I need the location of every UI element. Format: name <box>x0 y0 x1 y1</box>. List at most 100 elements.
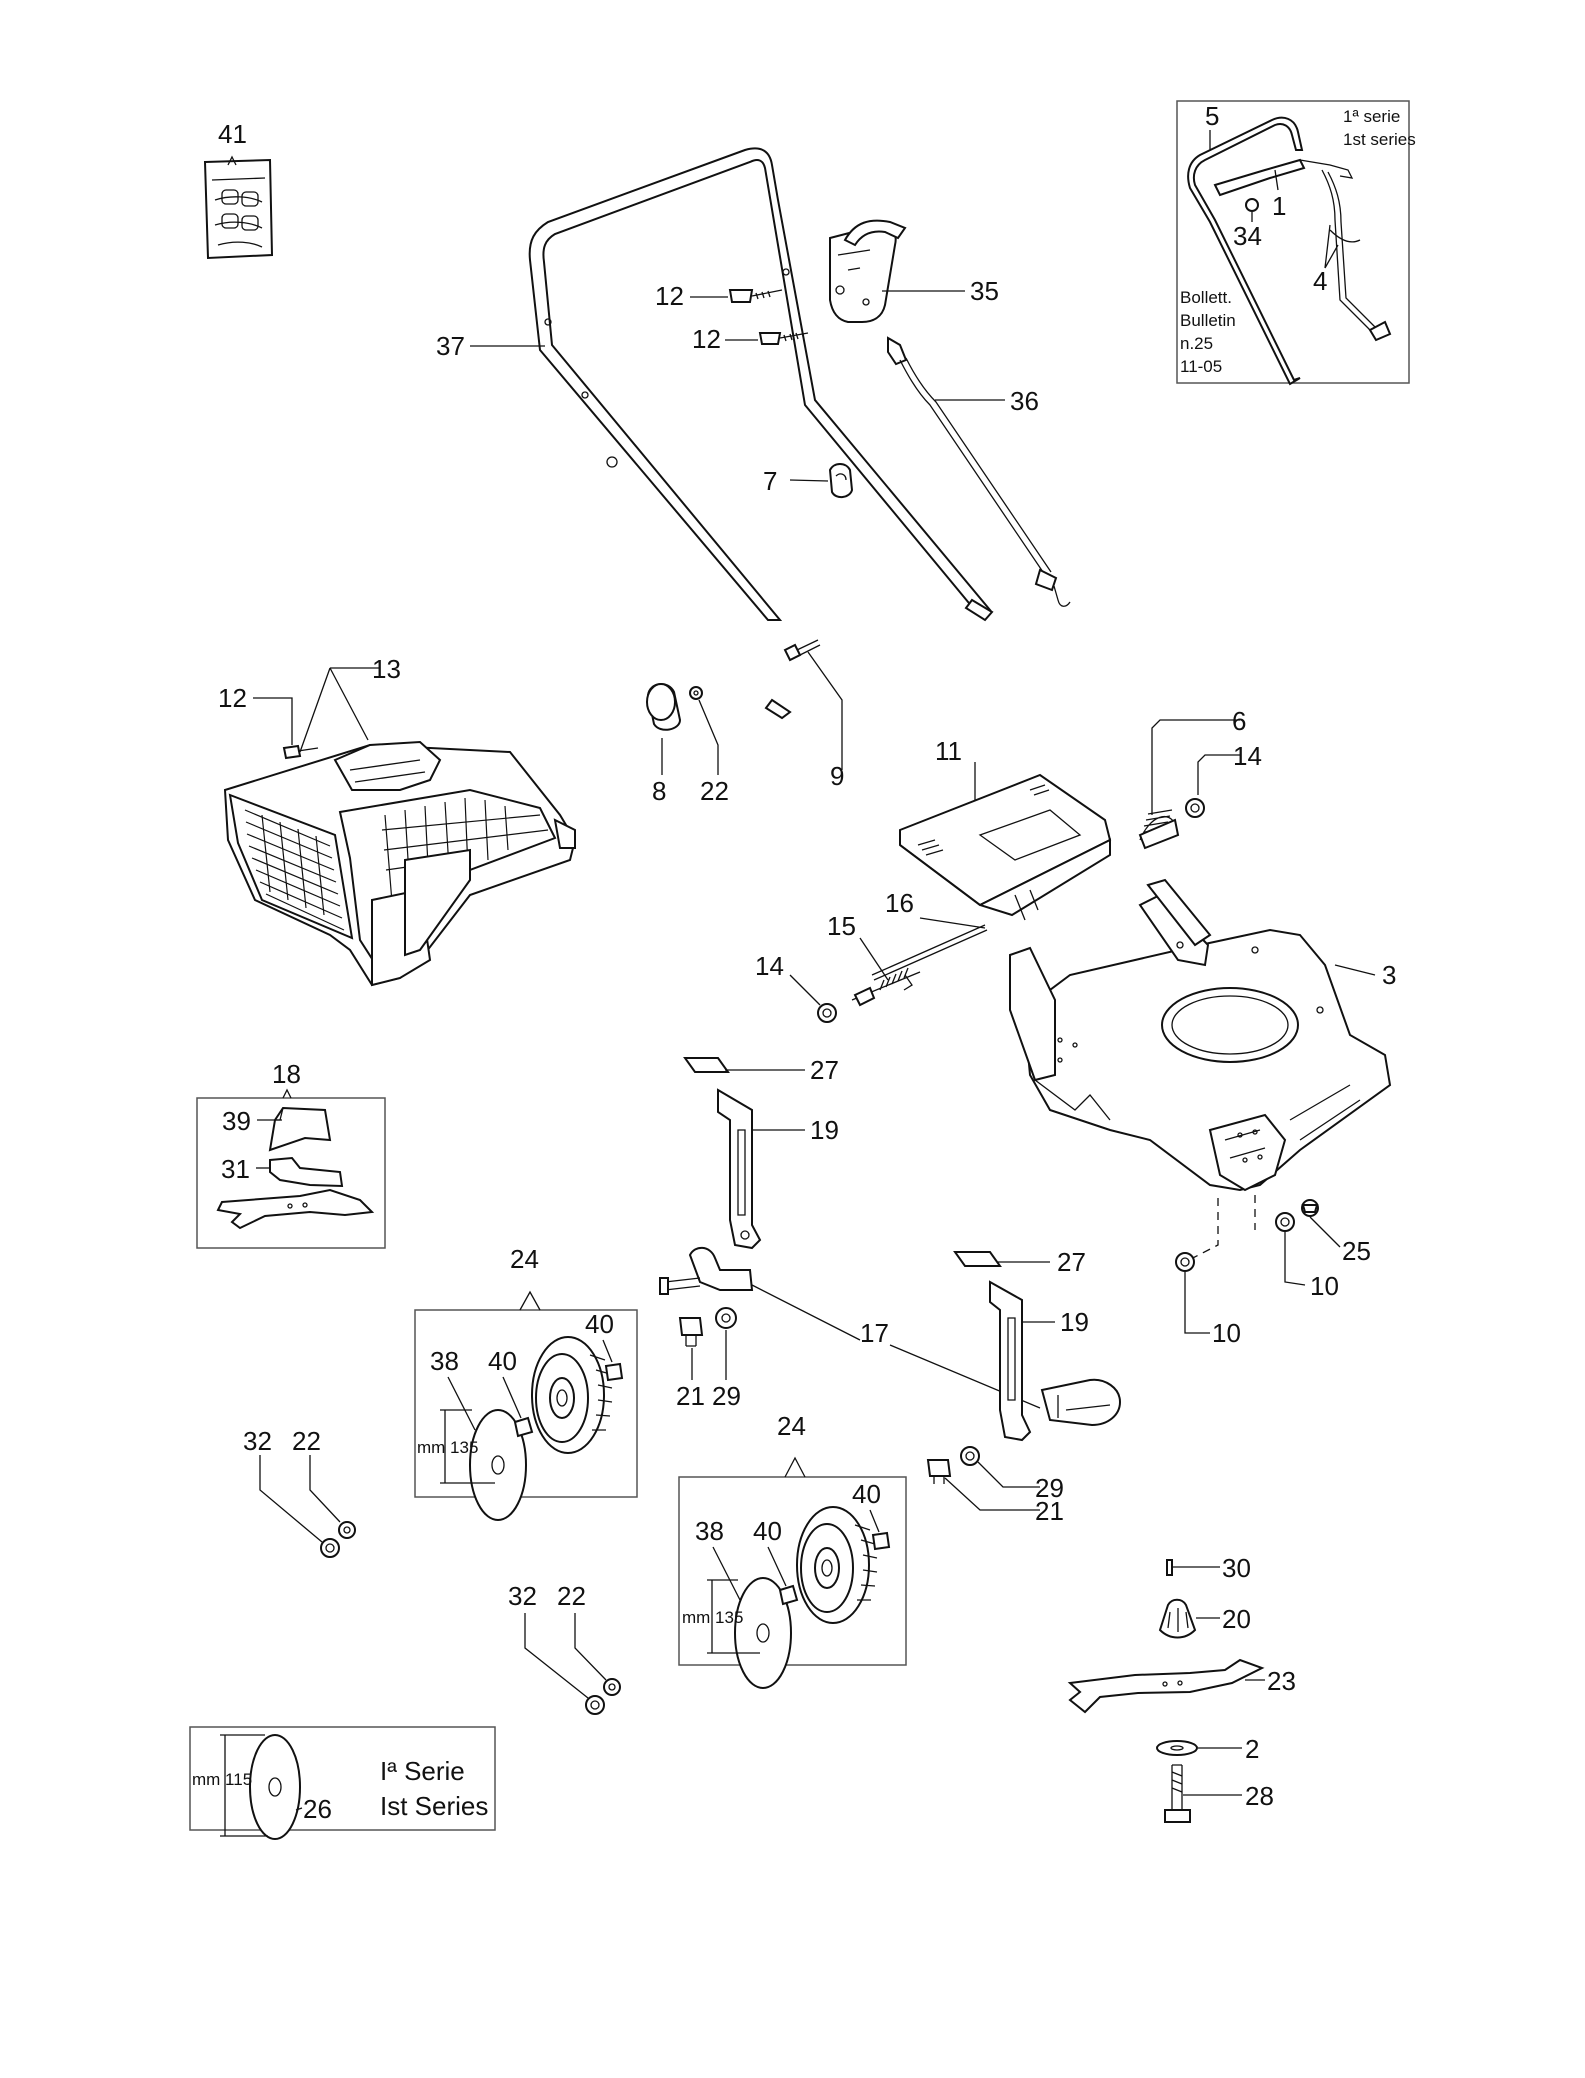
dim-wheel-b: mm 135 <box>682 1608 743 1627</box>
leader-7 <box>789 479 829 482</box>
label-37: 37 <box>436 331 465 361</box>
label-32a: 32 <box>243 1426 272 1456</box>
label-41: 41 <box>218 119 247 149</box>
part-22-washer-a <box>689 686 703 700</box>
label-40d: 40 <box>753 1516 782 1546</box>
inset-bottom-serie-it: Iª Serie <box>380 1756 465 1786</box>
inset-serie-en: 1st series <box>1343 130 1416 149</box>
part-36-cable <box>887 336 1071 607</box>
part-10-washer-a <box>1275 1212 1295 1232</box>
label-29a: 29 <box>712 1381 741 1411</box>
inset-label-4: 4 <box>1313 266 1327 296</box>
leader-22b <box>309 1455 341 1523</box>
inset-bollett: Bollett. <box>1180 288 1232 307</box>
label-32b: 32 <box>508 1581 537 1611</box>
label-38a: 38 <box>430 1346 459 1376</box>
label-21b: 21 <box>1035 1496 1064 1526</box>
inset-24-wheel-kit-b <box>678 1456 907 1689</box>
part-23-blade <box>1067 1658 1265 1714</box>
part-3-deck <box>1009 878 1392 1192</box>
part-19-bracket-a <box>717 1088 762 1250</box>
part-12-screw-c <box>282 744 319 760</box>
label-20: 20 <box>1222 1604 1251 1634</box>
part-8-knob <box>646 683 682 731</box>
leader-4 <box>1324 224 1339 269</box>
leader-40d <box>767 1546 787 1587</box>
label-31: 31 <box>221 1154 250 1184</box>
inset-label-34: 34 <box>1233 221 1262 251</box>
label-21a: 21 <box>676 1381 705 1411</box>
label-14a: 14 <box>1233 741 1262 771</box>
part-25-screw <box>1301 1199 1319 1217</box>
dim-disc-small: mm 115 <box>192 1770 252 1789</box>
part-11-deflector <box>899 773 1112 921</box>
part-9-bolt <box>783 639 821 662</box>
leader-32a <box>259 1455 323 1543</box>
leader-40c <box>869 1509 880 1533</box>
label-39: 39 <box>222 1106 251 1136</box>
label-29b: 29 <box>1035 1473 1064 1503</box>
part-20-blade-holder <box>1158 1598 1197 1639</box>
part-37-handle <box>528 147 994 720</box>
leader-22c <box>574 1613 607 1681</box>
leader-32b <box>524 1613 589 1699</box>
label-8: 8 <box>652 776 666 806</box>
part-32-nut-a <box>320 1538 340 1558</box>
label-16: 16 <box>885 888 914 918</box>
leader-9 <box>807 651 843 770</box>
leader-10a <box>1284 1232 1306 1286</box>
part-28-blade-bolt <box>1164 1764 1191 1823</box>
dim-wheel-a: mm 135 <box>417 1438 478 1457</box>
part-12-screw-b <box>758 332 809 345</box>
part-29-washer-b <box>960 1446 980 1466</box>
part-27-grip-b <box>953 1251 1002 1267</box>
leader-21b <box>944 1477 1040 1511</box>
leader-40b <box>502 1376 522 1419</box>
part-7-cable-clip <box>828 463 854 498</box>
inset-bulletin: Bulletin <box>1180 311 1236 330</box>
part-12-screw-a <box>728 289 783 303</box>
label-24b: 24 <box>777 1411 806 1441</box>
leader-12c <box>253 697 293 745</box>
part-14-nut-a <box>1185 798 1205 818</box>
label-15: 15 <box>827 911 856 941</box>
label-13: 13 <box>372 654 401 684</box>
label-35: 35 <box>970 276 999 306</box>
part-17-axle-a <box>659 1246 754 1295</box>
label-19a: 19 <box>810 1115 839 1145</box>
leader-1 <box>1274 169 1279 191</box>
label-24a: 24 <box>510 1244 539 1274</box>
label-9: 9 <box>830 761 844 791</box>
part-17-axle-b <box>1040 1378 1122 1427</box>
inset-24-wheel-kit-a <box>414 1290 638 1521</box>
part-15-spring-rod <box>851 967 921 1007</box>
label-36: 36 <box>1010 386 1039 416</box>
label-40c: 40 <box>852 1479 881 1509</box>
label-28: 28 <box>1245 1781 1274 1811</box>
part-19-bracket-b <box>989 1280 1032 1442</box>
leader-25 <box>1309 1216 1341 1248</box>
label-14b: 14 <box>755 951 784 981</box>
label-27b: 27 <box>1057 1247 1086 1277</box>
inset-date: 11-05 <box>1180 357 1222 376</box>
part-41-label-sticker <box>203 155 274 260</box>
part-21-bolt-b <box>926 1459 952 1484</box>
inset-label-1: 1 <box>1272 191 1286 221</box>
leader-3 <box>1334 964 1376 976</box>
leader-29b <box>977 1461 1040 1488</box>
part-27-grip-a <box>683 1057 730 1073</box>
inset-serie-it: 1ª serie <box>1343 107 1400 126</box>
label-3: 3 <box>1382 960 1396 990</box>
label-23: 23 <box>1267 1666 1296 1696</box>
label-38b: 38 <box>695 1516 724 1546</box>
label-2: 2 <box>1245 1734 1259 1764</box>
label-22a: 22 <box>700 776 729 806</box>
part-16-rod <box>871 924 988 981</box>
part-30-key <box>1166 1559 1220 1576</box>
label-11: 11 <box>935 736 962 766</box>
leader-38a <box>447 1376 476 1431</box>
leader-38b <box>712 1546 741 1601</box>
leader-14a <box>1197 754 1240 795</box>
leader-14b <box>789 974 821 1006</box>
